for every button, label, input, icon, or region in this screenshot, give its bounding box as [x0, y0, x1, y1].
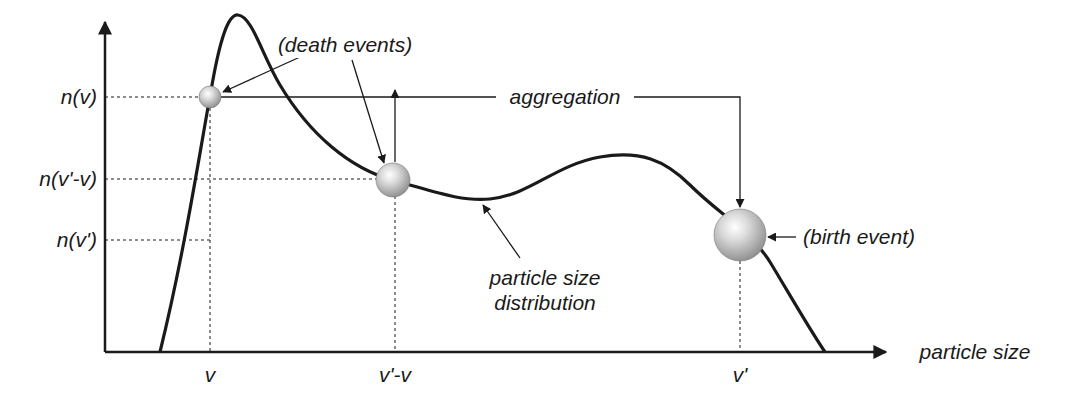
axes	[105, 22, 886, 352]
axis-value-label: n(v')	[54, 227, 100, 252]
particles	[199, 86, 766, 261]
axis-value-label: n(v)	[58, 84, 100, 109]
distribution-curve	[160, 15, 825, 352]
callout-label: (birth event)	[800, 224, 918, 249]
process-label: aggregation	[507, 84, 624, 109]
callout-label: (death events)	[275, 32, 415, 57]
axis-title: particle size	[917, 339, 1034, 364]
curve-label: particle size distribution	[467, 265, 623, 315]
axis-tick-label: v'	[730, 362, 751, 387]
leader-lines	[221, 57, 796, 258]
axis-value-label: n(v'-v)	[36, 166, 100, 191]
axis-tick-label: v	[202, 362, 219, 387]
axis-tick-label: v'-v	[376, 362, 414, 387]
guide-lines	[105, 97, 740, 352]
